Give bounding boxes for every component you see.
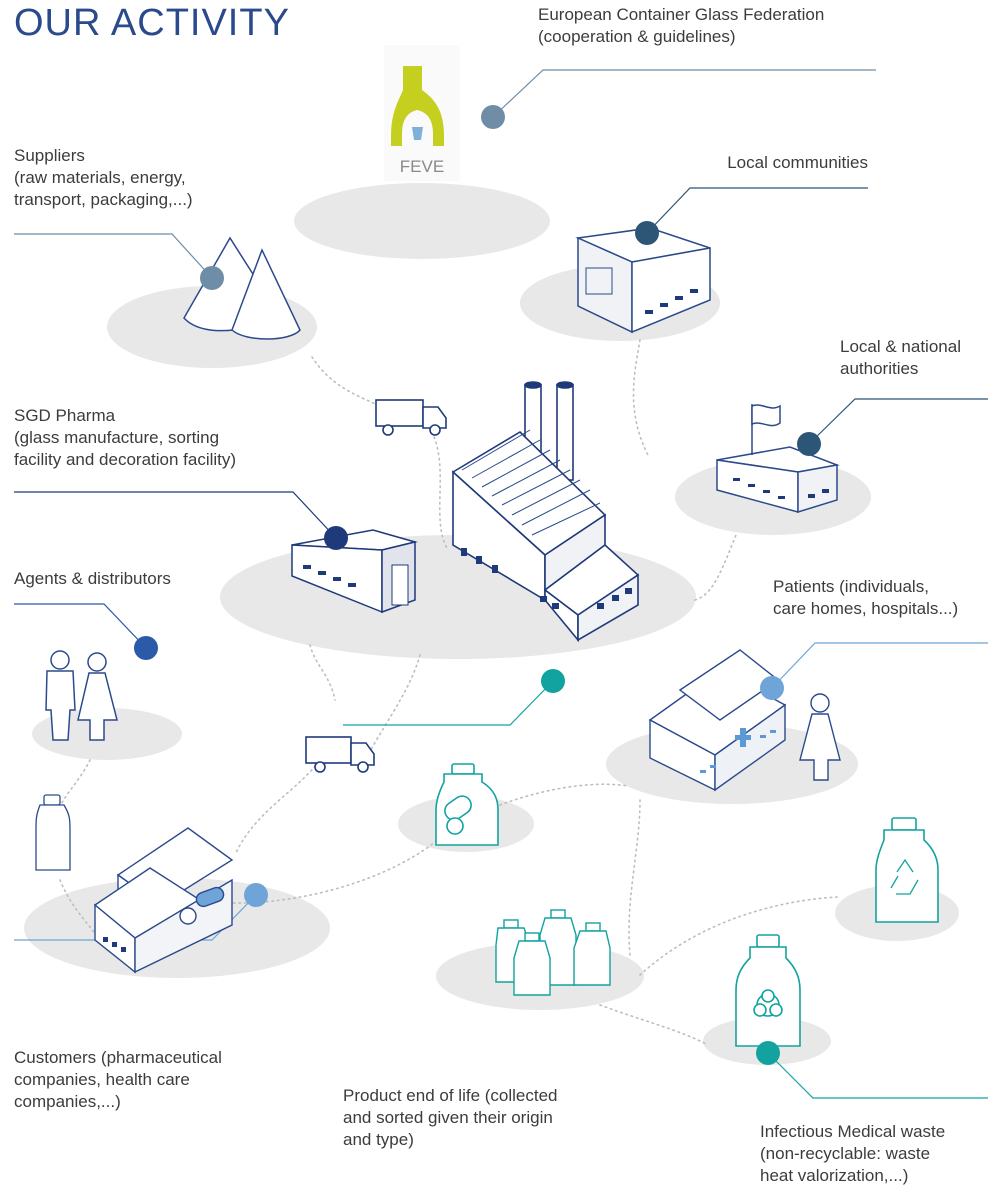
pill-jar-icon <box>435 763 499 846</box>
mountains-icon <box>183 236 301 340</box>
suppliers-label-line: Suppliers <box>14 146 85 165</box>
jars-cluster-icon <box>495 909 611 996</box>
customers-label-line: Customers (pharmaceutical <box>14 1048 222 1067</box>
suppliers-label: Suppliers (raw materials, energy, transp… <box>14 145 193 211</box>
flag-building-icon <box>716 404 840 514</box>
factory-icon <box>451 381 640 643</box>
agents-label: Agents & distributors <box>14 568 171 590</box>
feve-label-line: European Container Glass Federation <box>538 5 825 24</box>
suppliers-label-line: transport, packaging,...) <box>14 190 193 209</box>
people-icon <box>45 650 118 741</box>
customer-building-icon <box>93 827 234 974</box>
recycle-jar-icon <box>875 817 939 923</box>
sgd-label-line: facility and decoration facility) <box>14 450 237 469</box>
local-communities-label: Local communities <box>727 152 868 174</box>
suppliers-label-line: (raw materials, energy, <box>14 168 186 187</box>
bottle-icon <box>35 794 71 871</box>
infectious-label-line: Infectious Medical waste <box>760 1122 946 1141</box>
local-communities-label-line: Local communities <box>727 153 868 172</box>
sgd-label-line: (glass manufacture, sorting <box>14 428 220 447</box>
sgd-label-line: SGD Pharma <box>14 406 116 425</box>
patients-label: Patients (individuals, care homes, hospi… <box>773 576 958 620</box>
community-building-icon <box>575 227 711 334</box>
customers-label-line: companies, health care <box>14 1070 190 1089</box>
infectious-label-line: heat valorization,...) <box>760 1166 909 1185</box>
hospital-icon <box>648 649 787 792</box>
page-title: OUR ACTIVITY <box>14 2 290 44</box>
feve-logo-text: FEVE <box>400 157 444 176</box>
warehouse-icon <box>291 529 418 614</box>
flask-logo-icon: FEVE <box>384 45 460 181</box>
callout-dots <box>134 105 821 1065</box>
feve-label-line: (cooperation & guidelines) <box>538 27 736 46</box>
authorities-label-line: authorities <box>840 359 919 378</box>
authorities-label-line: Local & national <box>840 337 961 356</box>
feve-label: European Container Glass Federation (coo… <box>538 4 824 48</box>
end-of-life-label-line: and type) <box>343 1130 414 1149</box>
infectious-waste-label: Infectious Medical waste (non-recyclable… <box>760 1121 945 1187</box>
agents-label-line: Agents & distributors <box>14 569 171 588</box>
biohazard-jar-icon <box>735 934 801 1047</box>
patients-label-line: Patients (individuals, <box>773 577 929 596</box>
patients-label-line: care homes, hospitals...) <box>773 599 959 618</box>
customers-label-line: companies,...) <box>14 1092 121 1111</box>
end-of-life-label-line: and sorted given their origin <box>343 1108 553 1127</box>
infectious-label-line: (non-recyclable: waste <box>760 1144 931 1163</box>
customers-label: Customers (pharmaceutical companies, hea… <box>14 1047 222 1113</box>
truck-icon <box>305 736 375 773</box>
sgd-pharma-label: SGD Pharma (glass manufacture, sorting f… <box>14 405 236 471</box>
woman-icon <box>799 693 841 781</box>
callout-lines <box>14 69 988 1099</box>
end-of-life-label: Product end of life (collected and sorte… <box>343 1085 558 1151</box>
authorities-label: Local & national authorities <box>840 336 961 380</box>
truck-icon <box>375 399 447 436</box>
end-of-life-label-line: Product end of life (collected <box>343 1086 558 1105</box>
